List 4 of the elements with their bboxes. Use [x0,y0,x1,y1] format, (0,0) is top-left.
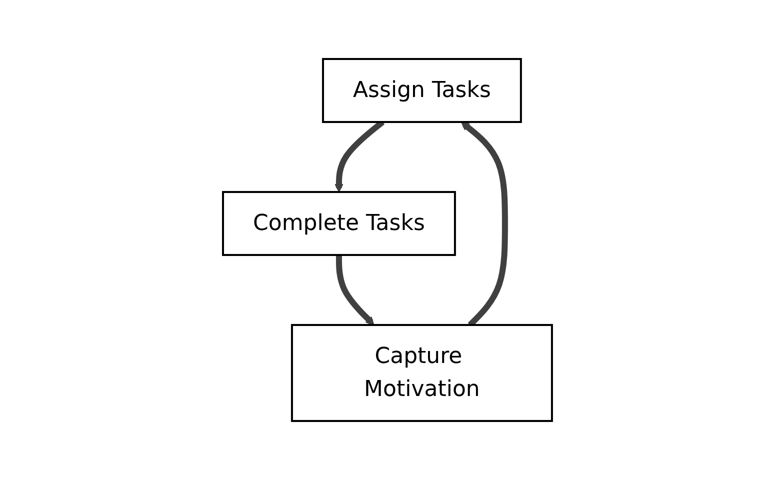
node-box: Capture Motivation [291,324,553,422]
arrow [336,255,374,326]
node-box: Assign Tasks [322,58,522,123]
node-box: Complete Tasks [222,191,456,256]
